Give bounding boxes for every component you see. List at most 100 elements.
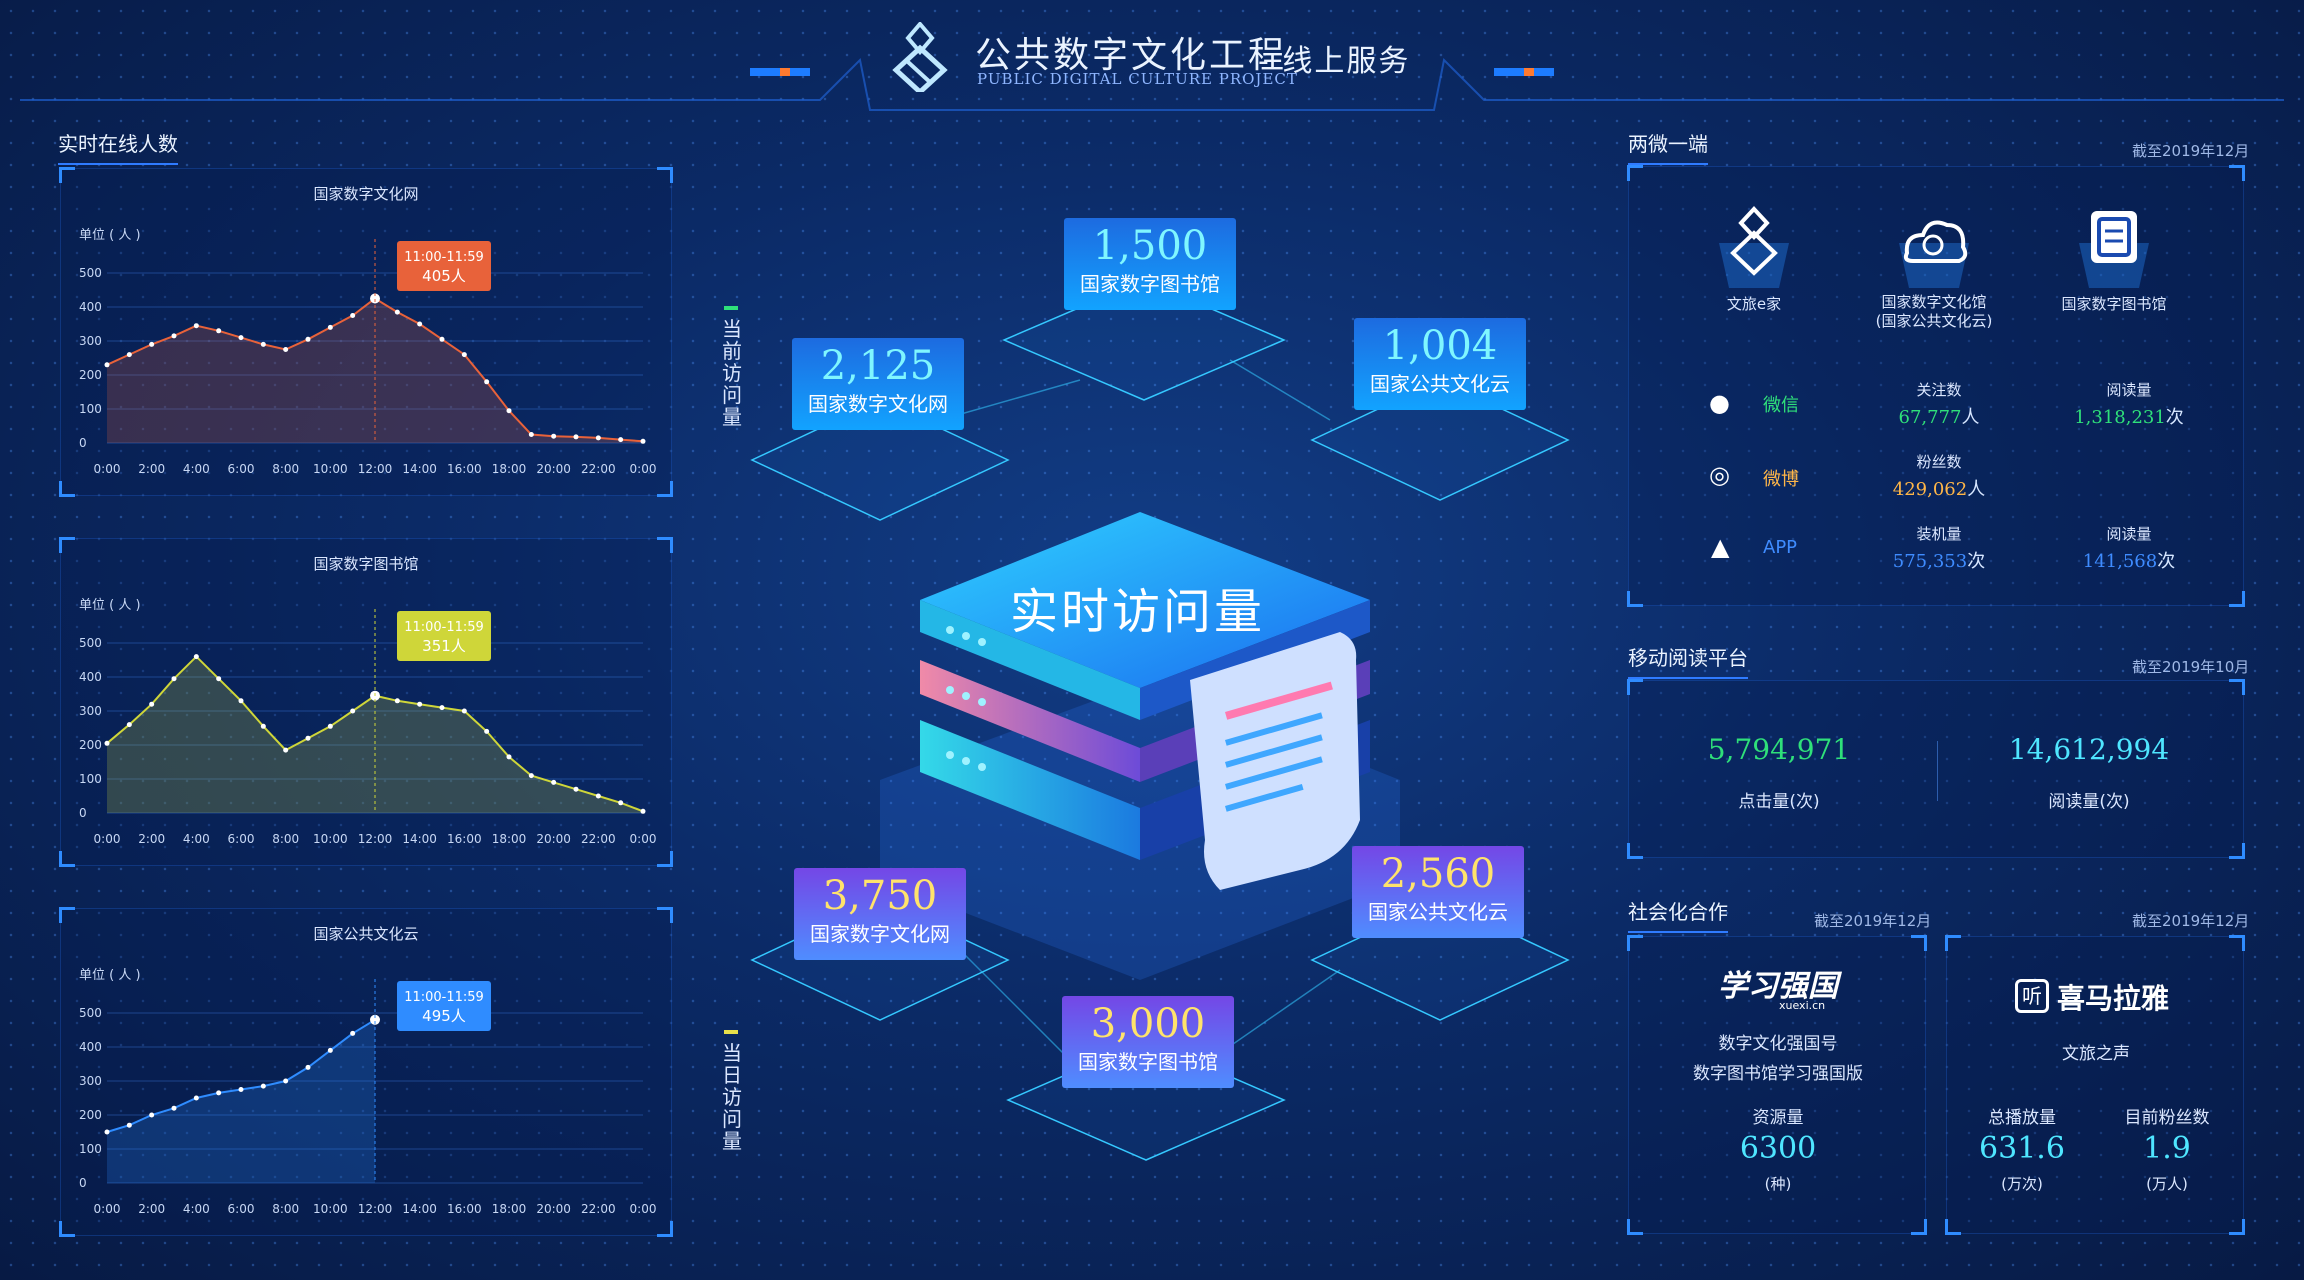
y-tick-label: 500 (79, 266, 102, 280)
x-tick-label: 4:00 (183, 1202, 210, 1216)
wenlv-app-icon (1719, 206, 1789, 288)
data-point (126, 1122, 132, 1128)
xuexi-line1: 数字文化强国号 (1718, 1034, 1838, 1054)
resource-value: 6300 (1739, 1131, 1817, 1166)
card-value: 2,125 (820, 343, 936, 389)
data-point (171, 333, 177, 339)
x-tick-label: 14:00 (402, 462, 437, 476)
app-store-icon: ▲ (1711, 533, 1730, 561)
data-point (551, 433, 557, 439)
data-point (171, 1105, 177, 1111)
card-label: 国家公共文化云 (1370, 372, 1510, 396)
reads-label: 阅读量(次) (2048, 792, 2130, 812)
data-point (350, 708, 356, 714)
data-point (238, 698, 244, 704)
data-point (104, 362, 110, 368)
connector-lines (939, 359, 1341, 1061)
x-tick-label: 16:00 (447, 462, 482, 476)
tooltip-box (397, 611, 491, 661)
plays-label: 总播放量 (1988, 1108, 2056, 1128)
wechat-reads-unit: 次 (2165, 407, 2184, 428)
data-point (327, 723, 333, 729)
chart-title: 国家公共文化云 (313, 925, 419, 943)
data-point (104, 1129, 110, 1135)
plays-value: 631.6 (1979, 1131, 2065, 1166)
daily-visits-marker (724, 1030, 738, 1034)
resource-unit: (种) (1764, 1175, 1792, 1193)
data-point (327, 1047, 333, 1053)
culture-cloud-icon (1899, 220, 1969, 288)
data-point (506, 754, 512, 760)
y-tick-label: 500 (79, 636, 102, 650)
x-tick-label: 22:00 (581, 832, 616, 846)
data-point (260, 341, 266, 347)
wechat-followers-value: 67,777 (1898, 407, 1962, 428)
x-tick-label: 0:00 (630, 1202, 657, 1216)
header: 公共数字文化工程 PUBLIC DIGITAL CULTURE PROJECT … (0, 0, 2304, 120)
app-label-wenlv: 文旅e家 (1726, 295, 1782, 313)
y-tick-label: 300 (79, 1074, 102, 1088)
area-fill (107, 298, 643, 443)
x-tick-label: 18:00 (492, 1202, 527, 1216)
y-tick-label: 200 (79, 368, 102, 382)
x-tick-label: 16:00 (447, 832, 482, 846)
card-current-culture-cloud: 1,004 国家公共文化云 (1354, 318, 1526, 410)
data-point (461, 708, 467, 714)
mobile-date-note: 截至2019年10月 (2132, 658, 2250, 676)
y-tick-label: 400 (79, 670, 102, 684)
data-point (283, 347, 289, 352)
app-reads-unit: 次 (2157, 551, 2176, 572)
data-point (126, 352, 132, 358)
tooltip-time: 11:00-11:59 (404, 620, 484, 635)
data-point (260, 1083, 266, 1089)
ximalaya-line1: 文旅之声 (2062, 1044, 2130, 1064)
data-point (305, 336, 311, 342)
wechat-label: 微信 (1763, 395, 1799, 416)
fans-unit: (万人) (2146, 1175, 2188, 1193)
card-value: 1,004 (1382, 323, 1498, 369)
x-tick-label: 20:00 (536, 1202, 571, 1216)
x-tick-label: 22:00 (581, 1202, 616, 1216)
server-middle (920, 660, 1140, 782)
data-point (283, 747, 289, 753)
data-point (126, 722, 132, 728)
x-tick-label: 2:00 (138, 832, 165, 846)
data-point (618, 437, 624, 443)
x-tick-label: 0:00 (94, 1202, 121, 1216)
y-tick-label: 200 (79, 738, 102, 752)
data-point (149, 341, 155, 347)
data-point (216, 1090, 222, 1096)
data-point (238, 1087, 244, 1092)
data-point (595, 435, 601, 441)
data-point (573, 434, 579, 440)
ximalaya-icon: 听 (2015, 979, 2049, 1013)
current-visits-label: 当前访问量 (722, 317, 742, 429)
data-point (640, 808, 646, 814)
x-tick-label: 20:00 (536, 832, 571, 846)
page-title-en: PUBLIC DIGITAL CULTURE PROJECT (977, 70, 1298, 88)
data-point (193, 1095, 199, 1101)
data-point (104, 740, 110, 746)
data-point (528, 432, 534, 437)
section-title-online: 实时在线人数 (58, 128, 178, 165)
data-point (327, 324, 333, 330)
data-point (149, 701, 155, 707)
card-current-library: 1,500 国家数字图书馆 (1064, 218, 1236, 310)
x-tick-label: 10:00 (313, 462, 348, 476)
card-daily-library: 3,000 国家数字图书馆 (1062, 996, 1234, 1088)
y-tick-label: 100 (79, 772, 102, 786)
clicks-value: 5,794,971 (1707, 733, 1851, 766)
fans-value: 1.9 (2143, 1131, 2191, 1166)
x-tick-label: 8:00 (272, 1202, 299, 1216)
data-point (394, 309, 400, 315)
page-subtitle: - 线上服务 (1258, 44, 1411, 79)
x-tick-label: 12:00 (358, 832, 393, 846)
page-title: 公共数字文化工程 (975, 35, 1288, 76)
app-reads-label: 阅读量 (2106, 525, 2152, 543)
data-point (484, 728, 490, 734)
data-point (283, 1078, 289, 1084)
card-value: 1,500 (1092, 223, 1208, 269)
